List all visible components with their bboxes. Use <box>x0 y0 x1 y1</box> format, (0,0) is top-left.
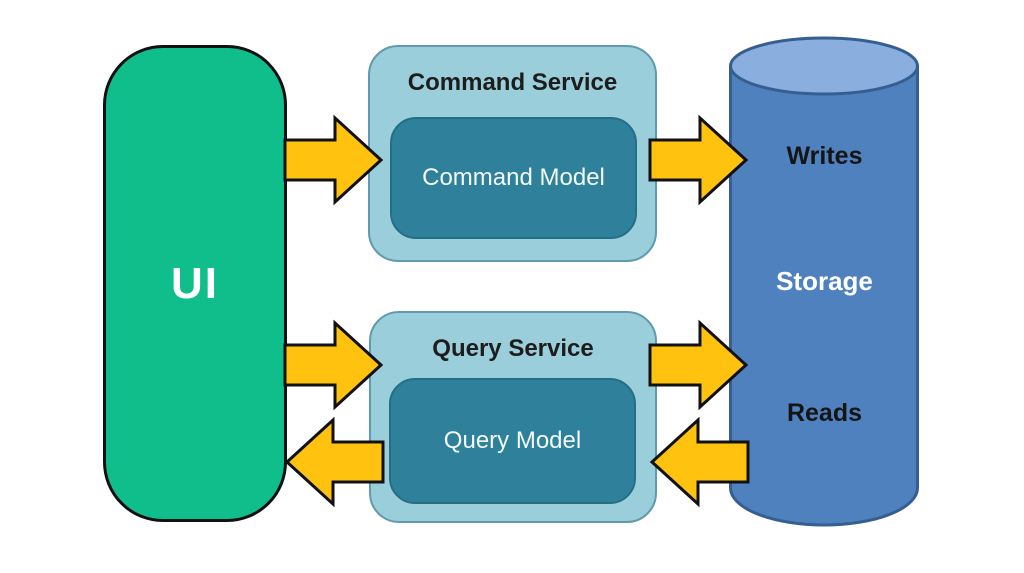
storage-cylinder-icon <box>729 36 919 527</box>
arrow-query-service-to-ui-icon <box>284 416 385 508</box>
query-service-title: Query Service <box>432 335 594 362</box>
storage-reads-label: Reads <box>786 399 863 427</box>
query-model-box: Query Model <box>389 378 636 504</box>
query-service-box: Query Service Query Model <box>369 311 657 523</box>
command-service-box: Command Service Command Model <box>368 45 657 262</box>
query-model-label: Query Model <box>443 427 582 454</box>
ui-label: UI <box>171 258 219 308</box>
arrow-storage-to-query-service-icon <box>649 416 750 508</box>
command-model-box: Command Model <box>390 117 637 239</box>
command-service-title: Command Service <box>407 69 618 96</box>
ui-box: UI <box>103 45 287 522</box>
arrow-ui-to-query-service-icon <box>283 319 384 411</box>
command-model-label: Command Model <box>422 164 605 191</box>
storage-label: Storage <box>776 266 873 296</box>
arrow-ui-to-command-service-icon <box>283 114 384 206</box>
arrow-query-service-to-storage-icon <box>648 319 749 411</box>
storage-writes-label: Writes <box>786 142 863 170</box>
arrow-command-service-to-storage-icon <box>648 114 749 206</box>
